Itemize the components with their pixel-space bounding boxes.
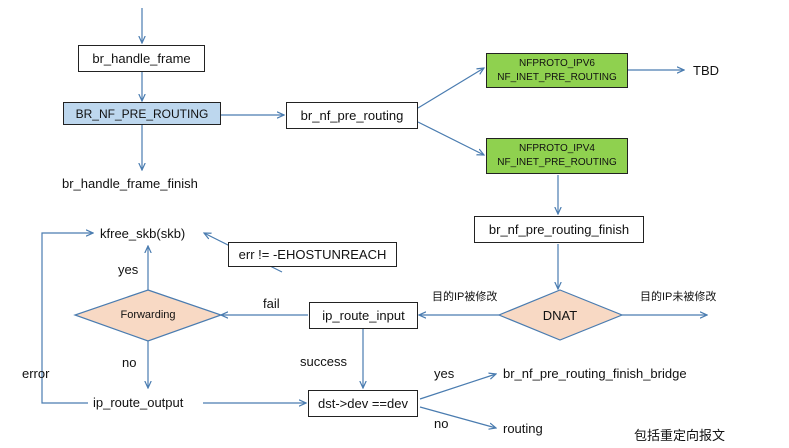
node-br-nf-pre-routing: br_nf_pre_routing [286,102,418,129]
label-dest-ip-modified: 目的IP被修改 [432,291,498,303]
node-dst-dev-check: dst->dev ==dev [308,390,418,417]
arrow-error-loop [41,233,93,404]
node-br-handle-frame-finish: br_handle_frame_finish [62,176,198,191]
arrow-to-nfproto-ipv4 [417,121,484,155]
node-ip-route-output: ip_route_output [93,395,184,410]
decision-forwarding-shape [73,289,223,342]
node-tbd: TBD [693,63,719,78]
label-yes-forwarding: yes [118,262,139,277]
decision-dnat-shape [497,289,624,341]
node-dnat-label: DNAT [542,307,578,323]
label-dest-ip-not-modified: 目的IP未被修改 [640,291,717,303]
label-yes-dst: yes [434,366,455,381]
note-redirect-packets: 包括重定向报文 [634,428,726,443]
node-br-nf-pre-routing-finish: br_nf_pre_routing_finish [474,216,644,243]
label-no-dst: no [434,416,449,431]
label-fail: fail [263,296,280,311]
arrow-dst-yes [419,374,496,400]
label-error: error [22,366,50,381]
nfproto-ipv6-line1: NFPROTO_IPV6 [519,57,595,69]
node-ip-route-input: ip_route_input [309,302,418,329]
node-br-nf-pre-routing-finish-bridge: br_nf_pre_routing_finish_bridge [503,366,687,381]
arrow-dst-no [419,406,496,428]
nfproto-ipv4-line2: NF_INET_PRE_ROUTING [497,157,617,168]
node-br-handle-frame: br_handle_frame [78,45,205,72]
node-kfree-skb: kfree_skb(skb) [100,226,186,241]
arrow-to-nfproto-ipv6 [417,68,484,109]
label-no-forwarding: no [122,355,137,370]
node-routing: routing [503,421,543,436]
node-nfproto-ipv6: NFPROTO_IPV6 NF_INET_PRE_ROUTING [486,53,628,88]
node-err-condition: err != -EHOSTUNREACH [228,242,397,267]
nfproto-ipv6-line2: NF_INET_PRE_ROUTING [497,71,617,83]
label-success: success [300,354,347,369]
node-nfproto-ipv4: NFPROTO_IPV4 NF_INET_PRE_ROUTING [486,138,628,174]
nfproto-ipv4-line1: NFPROTO_IPV4 [519,143,595,154]
node-forwarding-label: Forwarding [120,309,176,321]
node-br-nf-pre-routing-hook: BR_NF_PRE_ROUTING [63,102,221,125]
